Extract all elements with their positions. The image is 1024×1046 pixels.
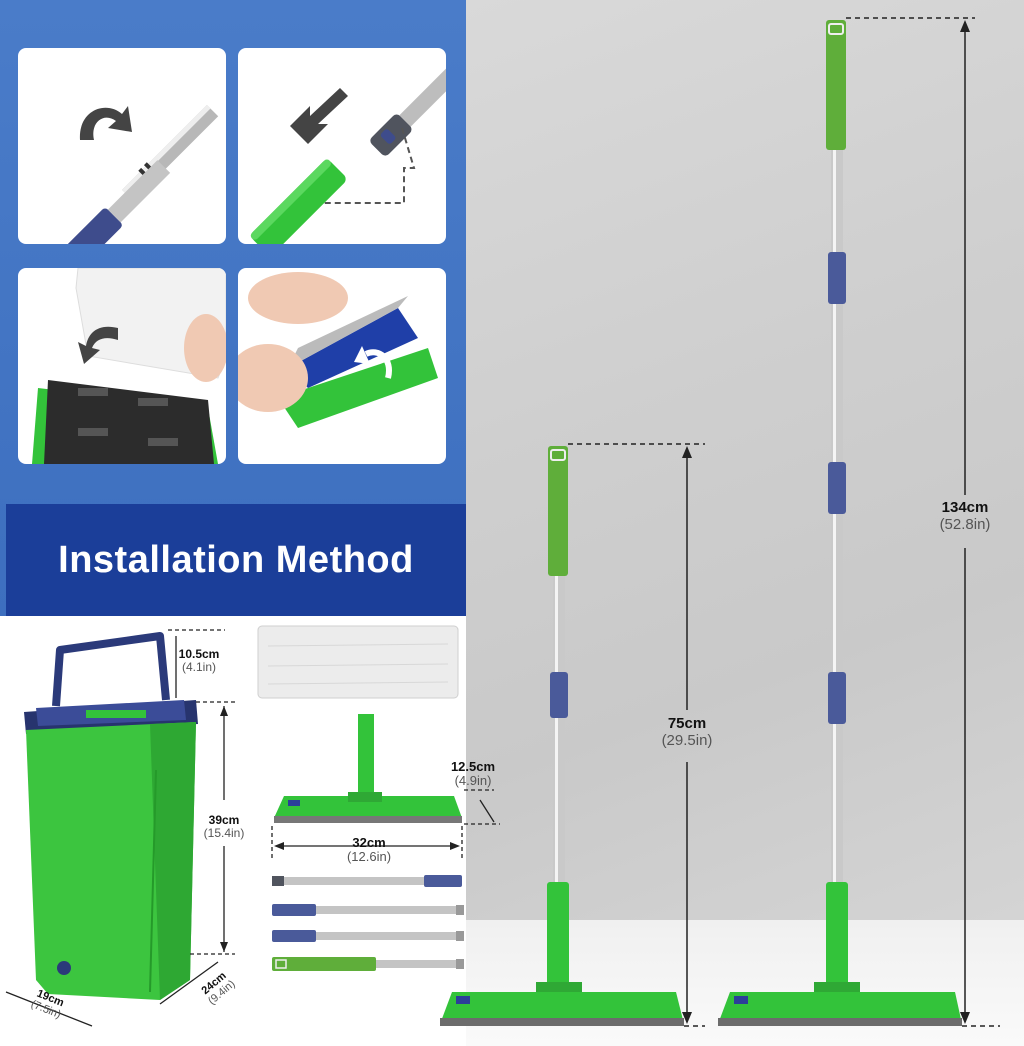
installation-banner: Installation Method [6, 504, 466, 616]
twist-illustration [64, 104, 219, 244]
short-mop-cm: 75cm [667, 715, 707, 732]
attach-pad-illustration [32, 268, 226, 464]
short-mop-in: (29.5in) [661, 731, 713, 749]
bucket-handle-dimension: 10.5cm (4.1in) [168, 647, 230, 675]
pad-depth-in: (4.9in) [454, 773, 492, 789]
rotate-arrow-icon [79, 106, 132, 140]
pad-width-cm: 32cm [352, 835, 386, 850]
step-attach-pad [18, 268, 226, 464]
bucket-height-in: (15.4in) [203, 826, 245, 841]
step-insert-pole [238, 48, 446, 244]
insert-illustration [250, 48, 446, 244]
bucket-height-dimension: 39cm (15.4in) [194, 813, 254, 841]
tall-mop-cm: 134cm [941, 499, 989, 516]
pad-depth-dimension: 12.5cm (4.9in) [442, 759, 504, 789]
bucket-handle-in: (4.1in) [181, 660, 216, 675]
banner-title: Installation Method [58, 538, 414, 581]
short-mop-dimension: 75cm (29.5in) [640, 715, 734, 749]
pad-depth-cm: 12.5cm [450, 759, 496, 774]
step-twist-pole [18, 48, 226, 244]
bucket-handle-cm: 10.5cm [178, 647, 220, 661]
pad-width-dimension: 32cm (12.6in) [334, 835, 404, 865]
tall-mop-in: (52.8in) [939, 515, 991, 533]
pad-width-in: (12.6in) [346, 849, 392, 865]
secure-pad-illustration [238, 272, 438, 428]
bucket-height-cm: 39cm [208, 813, 240, 827]
insert-arrow-icon [290, 88, 348, 144]
installation-panel: Installation Method [0, 0, 466, 616]
attach-pad-arrow-icon [78, 326, 118, 364]
tall-mop-dimension: 134cm (52.8in) [920, 499, 1010, 533]
step-secure-pad [238, 268, 446, 464]
